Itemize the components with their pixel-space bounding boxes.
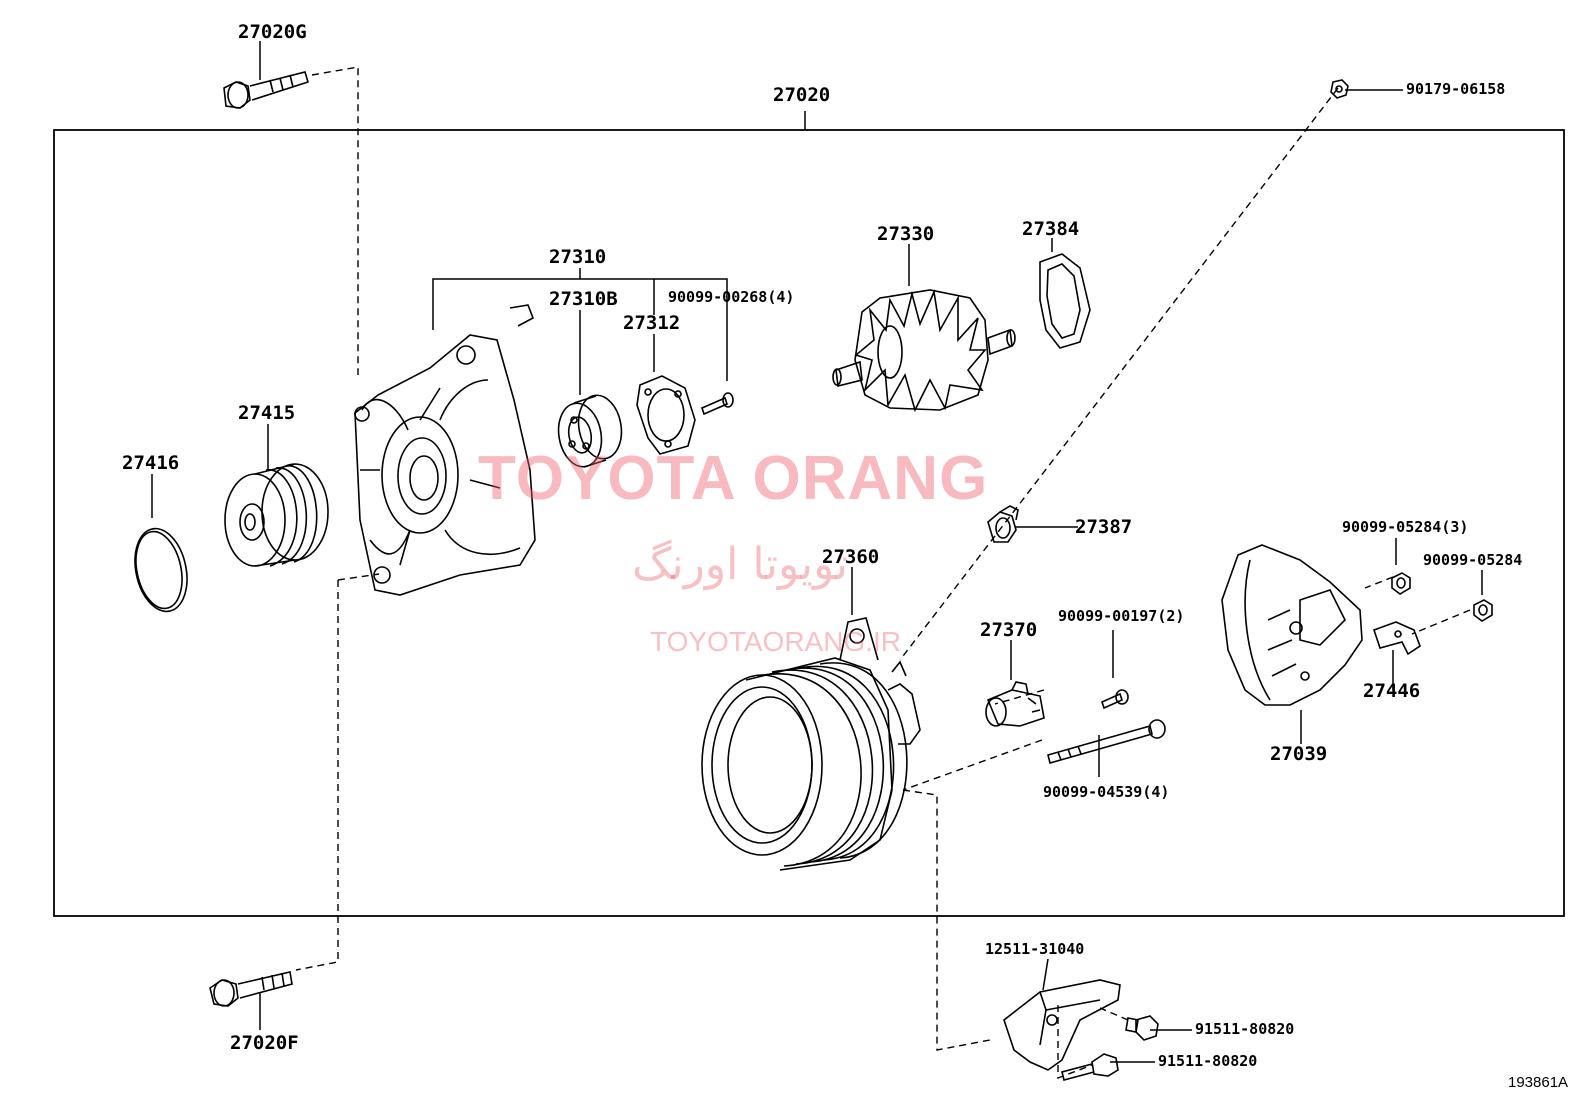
screw-90099-00268-icon bbox=[701, 392, 734, 416]
nut-90099-05284-icon bbox=[1473, 599, 1493, 622]
brush-holder-27370-icon bbox=[985, 681, 1045, 727]
part-label-27310b[interactable]: 27310B bbox=[549, 288, 618, 310]
part-label-27387[interactable]: 27387 bbox=[1075, 516, 1133, 538]
part-label-27039[interactable]: 27039 bbox=[1270, 743, 1328, 765]
watermark-farsi: تویوتا اورنگ bbox=[632, 539, 848, 590]
part-label-90099-04539[interactable]: 90099-04539(4) bbox=[1043, 783, 1170, 801]
bolt-91511-80820-a-icon bbox=[1125, 1015, 1159, 1041]
bolt-27020f-icon bbox=[209, 971, 293, 1007]
part-label-27446[interactable]: 27446 bbox=[1363, 680, 1421, 702]
part-label-91511-80820-b[interactable]: 91511-80820 bbox=[1158, 1052, 1258, 1070]
assembly-label: 27020 bbox=[773, 84, 831, 106]
figure-id: 193861A bbox=[1508, 1074, 1569, 1091]
part-label-90099-00197[interactable]: 90099-00197(2) bbox=[1058, 607, 1185, 625]
cap-27416-icon bbox=[134, 527, 188, 613]
assembly-frame bbox=[53, 129, 1565, 917]
part-label-27384[interactable]: 27384 bbox=[1022, 218, 1080, 240]
part-label-27360[interactable]: 27360 bbox=[822, 546, 880, 568]
part-label-90179-06158[interactable]: 90179-06158 bbox=[1406, 80, 1506, 98]
stator-27360-icon bbox=[701, 617, 921, 871]
part-label-90099-05284[interactable]: 90099-05284 bbox=[1423, 551, 1523, 569]
part-label-12511-31040[interactable]: 12511-31040 bbox=[985, 940, 1085, 958]
bearing-27310b-icon bbox=[557, 394, 623, 468]
insulator-27446-icon bbox=[1372, 621, 1421, 656]
bolt-91511-80820-b-icon bbox=[1061, 1053, 1119, 1081]
nut-90099-05284-3-icon bbox=[1391, 572, 1411, 595]
watermark-site: TOYOTAORANG.IR bbox=[650, 626, 901, 657]
part-label-27020g[interactable]: 27020G bbox=[238, 21, 307, 43]
pulley-27415-icon bbox=[224, 463, 329, 567]
part-label-90099-00268[interactable]: 90099-00268(4) bbox=[668, 288, 795, 306]
part-label-90099-05284-3[interactable]: 90099-05284(3) bbox=[1342, 518, 1469, 536]
screw-90099-00197-icon bbox=[1101, 689, 1129, 710]
drive-frame-27310-icon bbox=[354, 304, 536, 596]
nut-90179-06158-icon bbox=[1330, 79, 1349, 99]
part-label-27310[interactable]: 27310 bbox=[549, 246, 607, 268]
part-label-27370[interactable]: 27370 bbox=[980, 619, 1038, 641]
insulator-27384-icon bbox=[1039, 253, 1091, 349]
bolt-27020g-icon bbox=[223, 71, 309, 109]
part-label-27020f[interactable]: 27020F bbox=[230, 1032, 299, 1054]
part-label-27312[interactable]: 27312 bbox=[623, 312, 681, 334]
bracket-12511-31040-icon bbox=[1003, 979, 1121, 1071]
part-label-27415[interactable]: 27415 bbox=[238, 402, 296, 424]
retainer-27312-icon bbox=[636, 375, 696, 455]
part-label-91511-80820-a[interactable]: 91511-80820 bbox=[1195, 1020, 1295, 1038]
part-label-27416[interactable]: 27416 bbox=[122, 452, 180, 474]
bolt-90099-04539-icon bbox=[1047, 719, 1166, 764]
part-label-27330[interactable]: 27330 bbox=[877, 223, 935, 245]
rear-cover-27039-icon bbox=[1221, 544, 1363, 706]
terminal-27387-icon bbox=[987, 505, 1019, 543]
watermark-title: TOYOTA ORANG bbox=[478, 444, 989, 513]
rotor-27330-icon bbox=[832, 289, 1016, 413]
